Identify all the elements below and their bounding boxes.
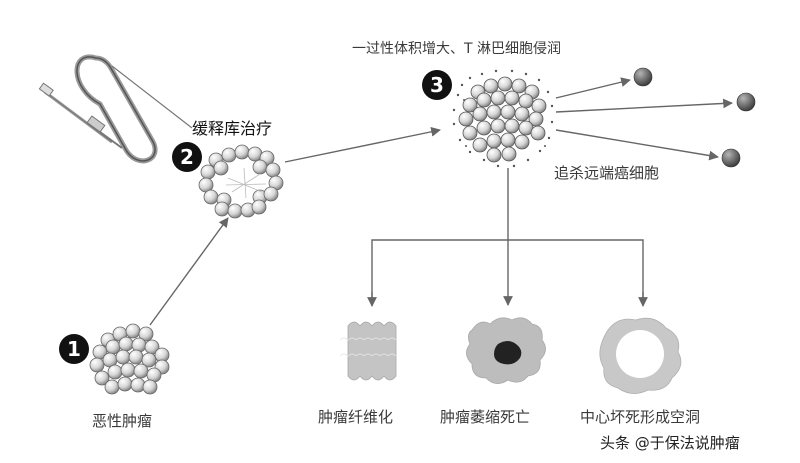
outcome-shrinkage-label: 肿瘤萎缩死亡 [440, 408, 531, 426]
distant-kill-label: 追杀远端癌细胞 [554, 164, 660, 182]
step-2-badge: 2 [172, 142, 202, 172]
release-depot-center [225, 167, 267, 199]
step-3-label: 一过性体积增大、T 淋巴细胞侵润 [352, 41, 562, 57]
step-2-label: 缓释库治疗 [192, 119, 273, 138]
step-1-label: 恶性肿瘤 [92, 412, 153, 430]
outcome-shrinkage-graphic [466, 317, 546, 384]
tumor-cluster-treated [198, 144, 284, 219]
flow-arrows [149, 77, 733, 326]
outcome-cavity-label: 中心坏死形成空洞 [580, 408, 701, 426]
outcome-fibrosis-label: 肿瘤纤维化 [318, 408, 394, 426]
catheter-device-illustration [38, 54, 193, 164]
distant-tumor-cells [633, 67, 756, 168]
watermark-text: 头条 @于保法说肿瘤 [600, 434, 740, 452]
tumor-cluster-initial [89, 323, 170, 395]
t-lymphocyte-dots [452, 69, 554, 168]
outcome-cavity-graphic [599, 317, 682, 394]
tumor-cluster-infiltrated [458, 76, 547, 163]
outcome-fibrosis-graphic [339, 321, 397, 381]
step-1-badge: 1 [59, 334, 89, 364]
step-3-badge: 3 [422, 70, 452, 100]
